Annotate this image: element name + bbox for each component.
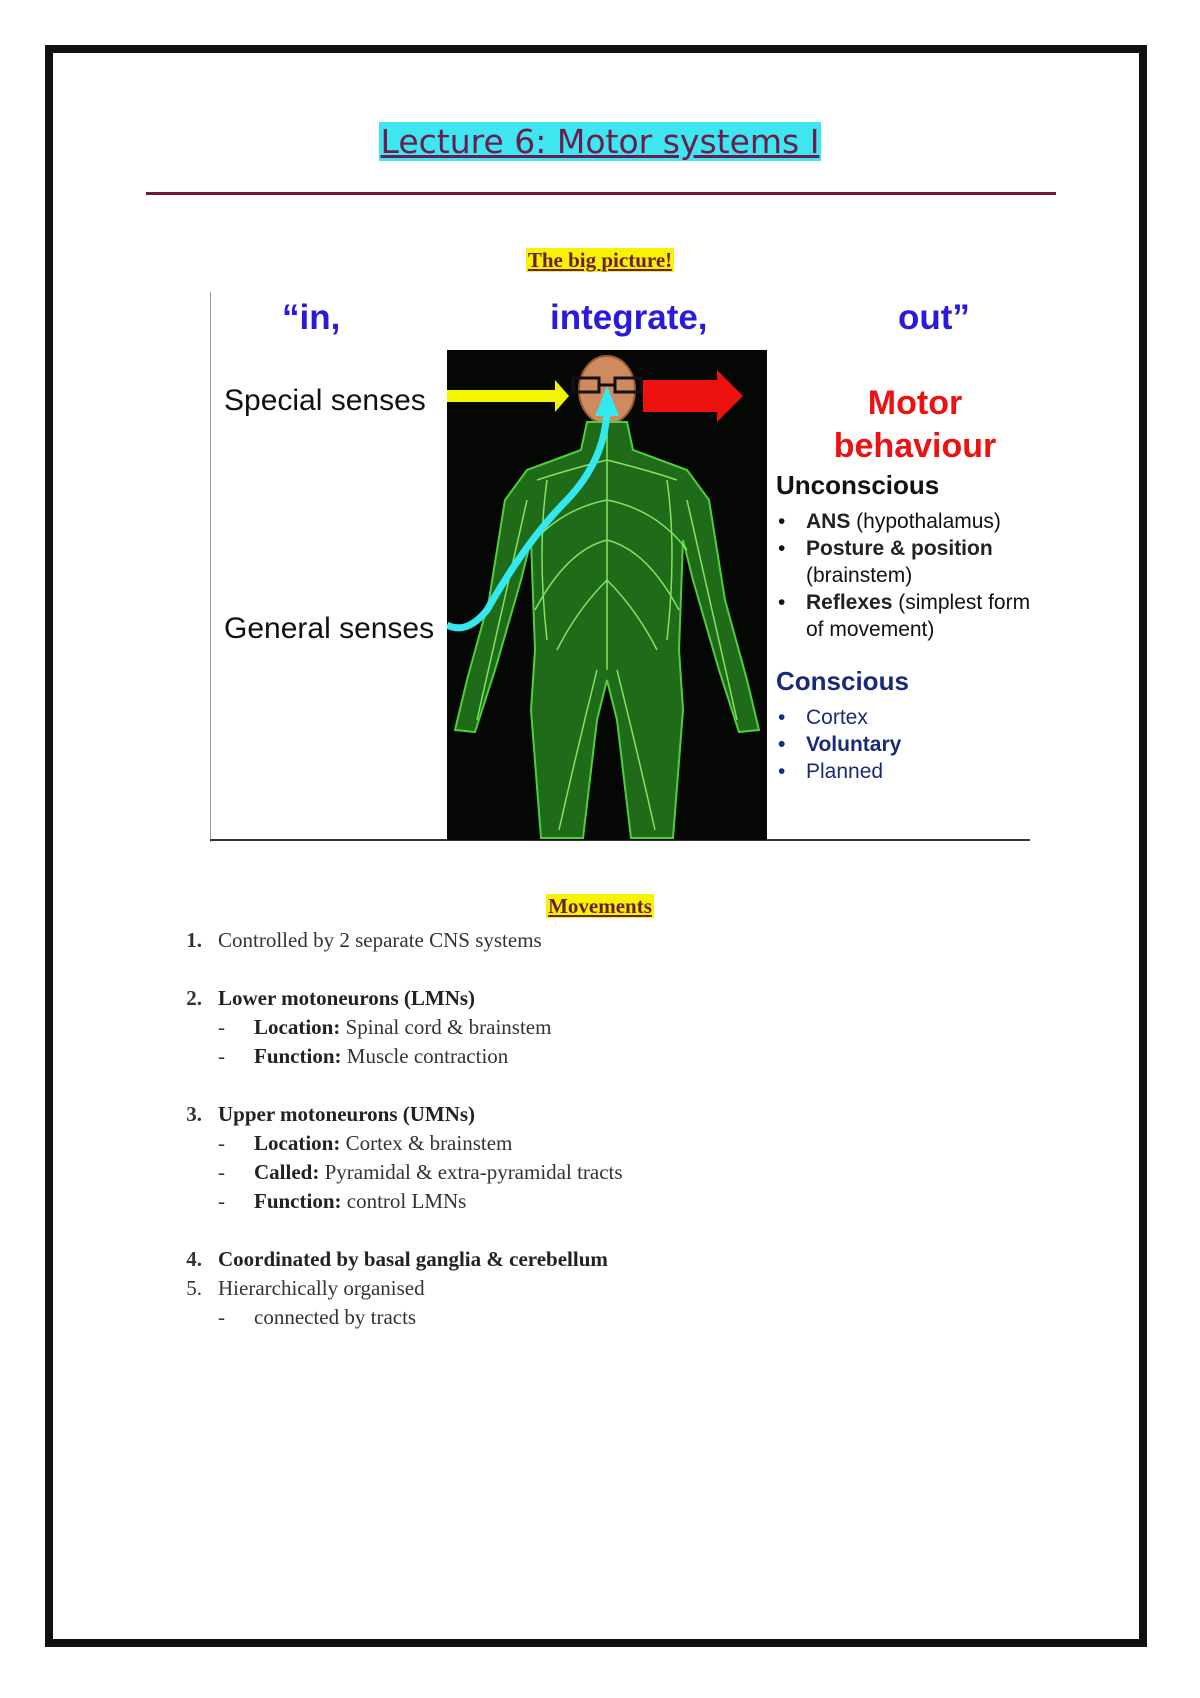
list-item: -Location: Spinal cord & brainstem [218,1015,552,1039]
list-item: -Called: Pyramidal & extra-pyramidal tra… [218,1160,623,1184]
conscious-list: Cortex Voluntary Planned [776,704,1032,785]
special-senses-arrow [447,380,569,412]
list-item: -Function: Muscle contraction [218,1044,509,1068]
list-item: Posture & position (brainstem) [776,535,1032,589]
list-item: ANS (hypothalamus) [776,508,1032,535]
motor-output-arrow [643,370,743,422]
general-senses-arrowhead [595,386,619,416]
list-item: 2.Lower motoneurons (LMNs) [186,986,476,1010]
word-out: out” [898,298,970,337]
nerve-lines [476,425,738,831]
unconscious-heading: Unconscious [776,470,940,500]
page-title: Lecture 6: Motor systems I [378,122,822,161]
general-senses-label: General senses [224,612,435,645]
word-integrate: integrate, [550,298,708,337]
page-border [45,45,1147,1647]
list-item: 1.Controlled by 2 separate CNS systems [186,928,542,952]
figure-bottom-line [210,839,1030,841]
big-picture-figure: “in, integrate, out” Special senses Gene… [210,292,1030,842]
movements-heading: Movements [546,894,654,918]
list-item: -connected by tracts [218,1305,417,1329]
big-picture-heading: The big picture! [525,248,675,272]
list-item: -Function: control LMNs [218,1189,467,1213]
special-senses-label: Special senses [224,384,426,417]
word-in: “in, [282,298,341,337]
conscious-heading: Conscious [776,666,909,696]
list-item: Planned [776,758,1032,785]
list-item: -Location: Cortex & brainstem [218,1131,513,1155]
general-senses-arrow [447,409,611,632]
list-item: Voluntary [776,731,1032,758]
list-item: 3.Upper motoneurons (UMNs) [186,1102,476,1126]
title-divider [146,192,1056,195]
unconscious-list: ANS (hypothalamus) Posture & position (b… [776,508,1032,643]
figure-left-line [210,292,211,842]
list-item: Reflexes (simplest form of movement) [776,589,1032,643]
nervous-system-illustration [447,350,767,840]
list-item: 4.Coordinated by basal ganglia & cerebel… [186,1247,608,1271]
list-item: Cortex [776,704,1032,731]
list-item: 5.Hierarchically organised [186,1276,425,1300]
motor-behaviour-label: Motor behaviour [833,384,997,465]
movements-list: 1.Controlled by 2 separate CNS systems 2… [180,926,1080,1332]
